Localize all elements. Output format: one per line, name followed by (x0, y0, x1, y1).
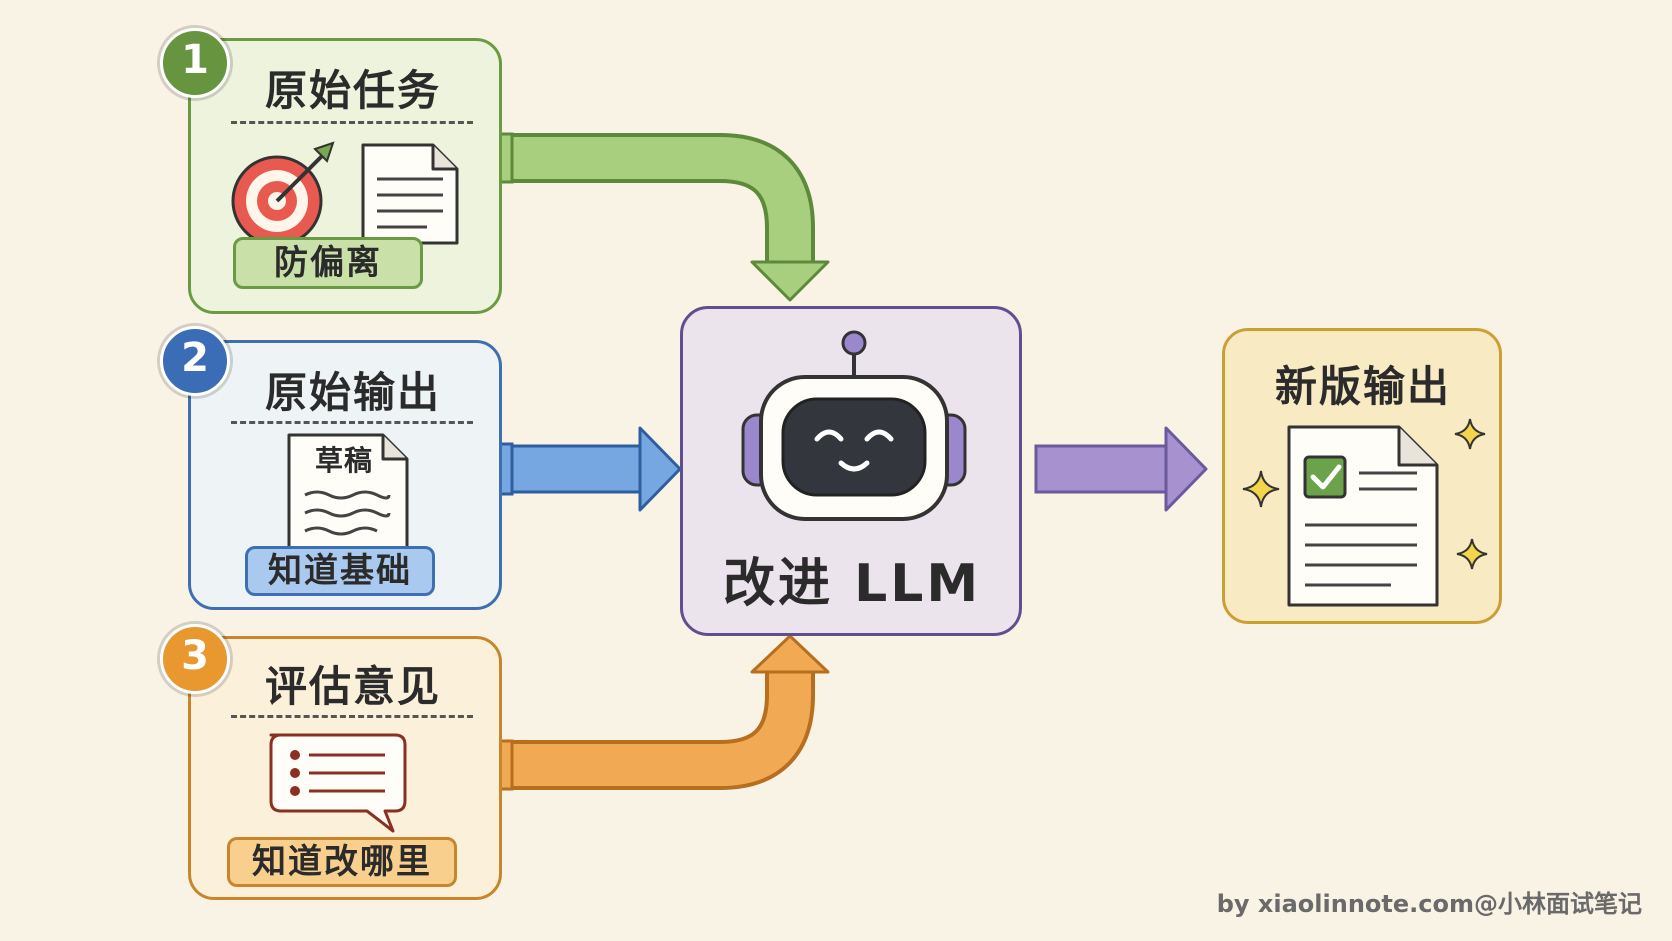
divider (231, 715, 473, 718)
document-icon (361, 143, 459, 245)
card-tag: 知道改哪里 (227, 837, 457, 887)
card-title: 原始输出 (265, 368, 442, 417)
new-document-icon (1287, 425, 1439, 607)
card-tag: 防偏离 (233, 237, 423, 289)
arrowhead-green (750, 260, 830, 302)
step-badge-3: 3 (160, 624, 230, 694)
sparkle-icon (1242, 470, 1280, 508)
output-card: 新版输出 (1222, 328, 1502, 624)
robot-icon (741, 330, 967, 521)
arrowhead-purple (1164, 426, 1208, 512)
llm-label: 改进 LLM (723, 554, 982, 614)
arrow-output-to-llm (498, 444, 642, 494)
divider (231, 421, 473, 424)
footer-credit: by xiaolinnote.com@小林面试笔记 (1216, 890, 1642, 918)
card-title: 原始任务 (265, 66, 442, 115)
divider (231, 121, 473, 124)
card-title: 新版输出 (1275, 362, 1452, 411)
arrowhead-blue (638, 426, 682, 512)
input-card-task: 原始任务 防偏离 (188, 38, 502, 314)
sparkle-icon (1456, 538, 1488, 570)
comment-bubble-icon (269, 733, 407, 833)
draft-label: 草稿 (315, 444, 374, 477)
arrow-llm-to-new-output (1034, 444, 1170, 494)
step-badge-2: 2 (160, 326, 230, 396)
draft-document-icon (287, 433, 409, 553)
card-tag: 知道基础 (245, 546, 435, 596)
step-badge-1: 1 (160, 28, 230, 98)
arrowhead-orange (750, 634, 830, 674)
llm-card: 改进 LLM (680, 306, 1022, 636)
input-card-output: 原始输出 草稿 知道基础 (188, 340, 502, 610)
card-title: 评估意见 (265, 662, 442, 711)
target-icon (231, 141, 335, 247)
input-card-feedback: 评估意见 知道改哪里 (188, 636, 502, 900)
sparkle-icon (1454, 418, 1486, 450)
